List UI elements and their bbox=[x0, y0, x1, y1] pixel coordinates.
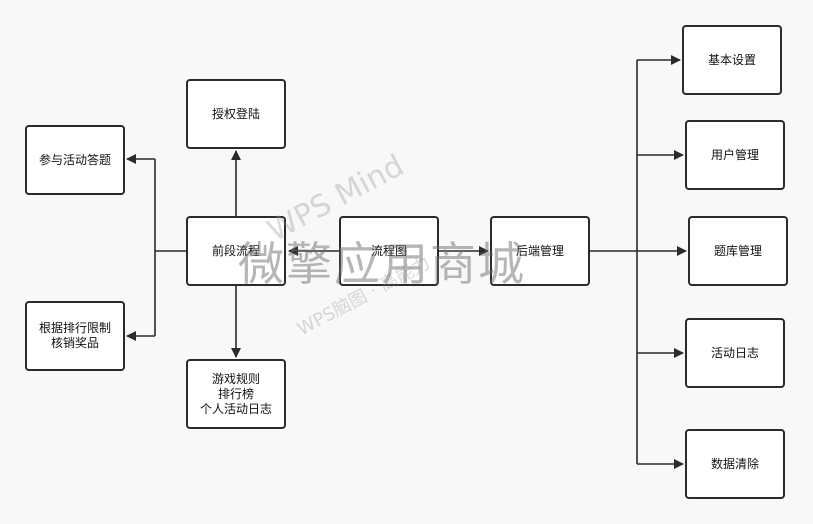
node-flowchart[interactable]: 流程图 bbox=[339, 216, 439, 286]
edge-frontend-trunk bbox=[154, 159, 186, 336]
node-game-rules[interactable]: 游戏规则 排行榜 个人活动日志 bbox=[186, 359, 286, 429]
node-frontend[interactable]: 前段流程 bbox=[186, 216, 286, 286]
node-join-quiz[interactable]: 参与活动答题 bbox=[25, 125, 125, 195]
node-data-clear[interactable]: 数据清除 bbox=[685, 429, 785, 499]
node-basic-settings[interactable]: 基本设置 bbox=[682, 25, 782, 95]
node-auth-login[interactable]: 授权登陆 bbox=[186, 79, 286, 149]
edge-backend-trunk bbox=[590, 60, 638, 464]
node-user-mgmt[interactable]: 用户管理 bbox=[685, 120, 785, 190]
node-activity-log[interactable]: 活动日志 bbox=[685, 318, 785, 388]
node-rank-redeem[interactable]: 根据排行限制 核销奖品 bbox=[25, 301, 125, 371]
node-question-bank[interactable]: 题库管理 bbox=[688, 216, 788, 286]
node-backend[interactable]: 后端管理 bbox=[490, 216, 590, 286]
